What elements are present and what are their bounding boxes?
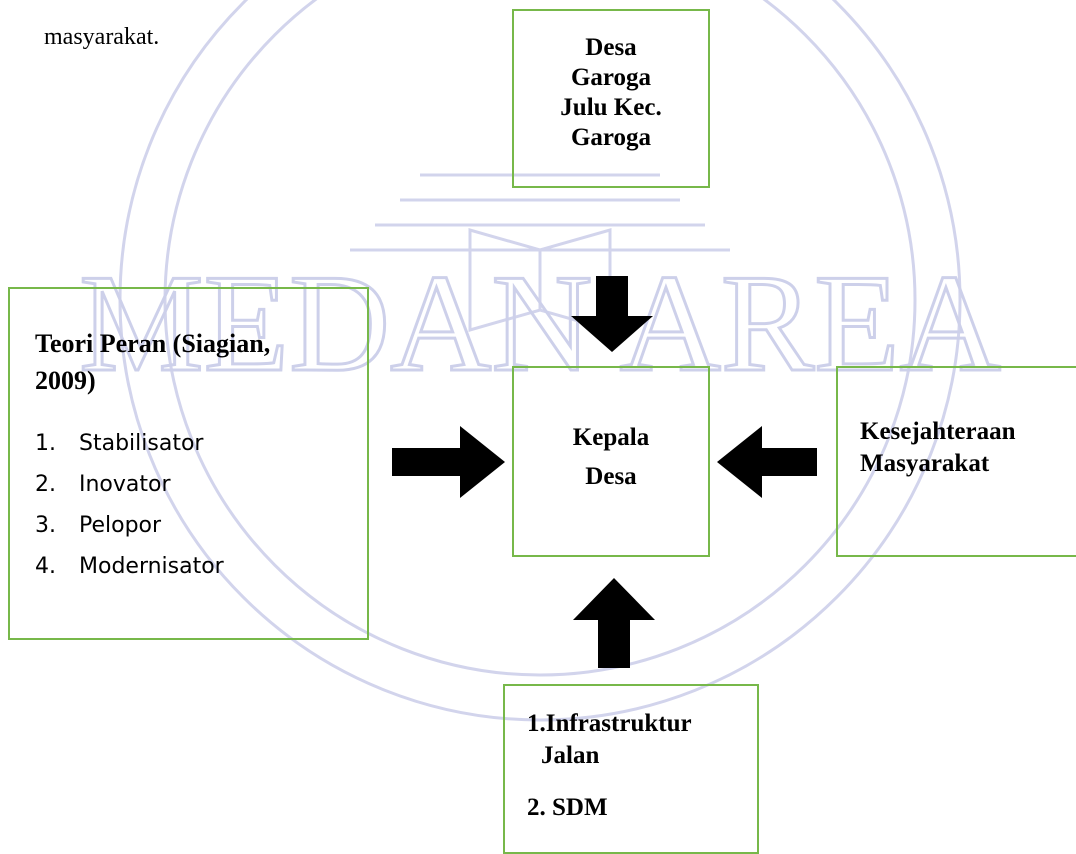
village-line: Desa <box>585 34 637 61</box>
village-line: Garoga <box>570 64 652 91</box>
role-theory-title-line: Teori Peran (Siagian, <box>35 329 271 358</box>
role-item: 4.Modernisator <box>35 554 224 579</box>
community-welfare-box: Kesejahteraan Masyarakat <box>836 366 1076 557</box>
factors-box: 1.Infrastruktur Jalan 2. SDM <box>503 684 759 854</box>
village-box: Desa Garoga Julu Kec. Garoga <box>512 9 710 188</box>
role-item: 2.Inovator <box>35 472 171 497</box>
community-welfare-line: Kesejahteraan <box>860 418 1016 445</box>
intro-text: masyarakat. <box>44 24 160 50</box>
role-theory-title-line: 2009) <box>35 366 96 395</box>
village-line: Garoga <box>570 124 652 151</box>
village-head-line: Kepala <box>572 424 650 451</box>
village-line: Julu Kec. <box>560 94 662 121</box>
village-head-line: Desa <box>585 463 637 490</box>
role-list: 1.Stabilisator 2.Inovator 3.Pelopor 4.Mo… <box>35 423 224 587</box>
factors-line: Jalan <box>541 742 600 769</box>
community-welfare-line: Masyarakat <box>860 450 990 477</box>
role-theory-box: Teori Peran (Siagian, 2009) 1.Stabilisat… <box>8 287 369 640</box>
factors-line: 1.Infrastruktur <box>527 710 692 737</box>
village-head-box: Kepala Desa <box>512 366 710 557</box>
role-item: 3.Pelopor <box>35 513 162 538</box>
role-item: 1.Stabilisator <box>35 431 204 456</box>
left-arrow <box>717 426 817 498</box>
down-arrow <box>571 276 653 352</box>
up-arrow <box>573 578 655 668</box>
factors-line: 2. SDM <box>527 794 608 821</box>
right-arrow <box>392 426 505 498</box>
